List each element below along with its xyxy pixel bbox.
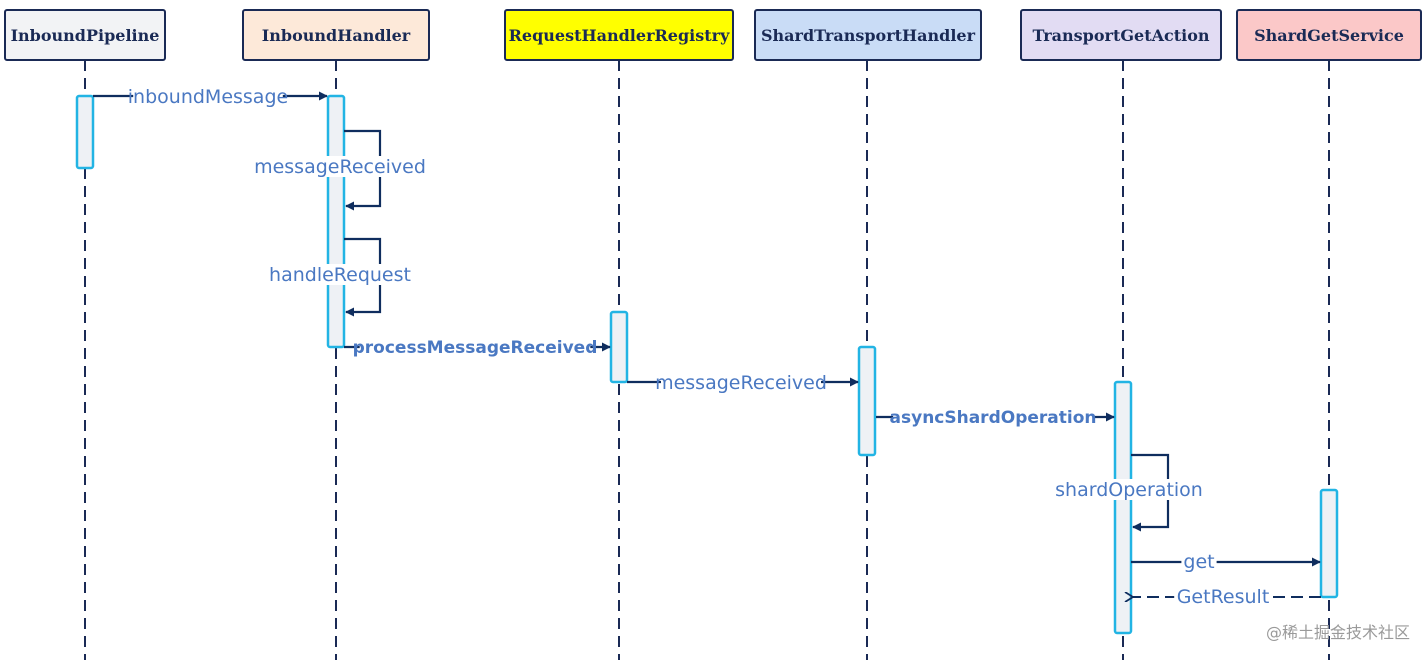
activation-bar-transportgetaction <box>1113 380 1133 635</box>
message-messagereceived: messageReceived <box>627 372 859 394</box>
message-label: get <box>1183 551 1214 573</box>
message-label-bg <box>1174 586 1272 607</box>
participant-label: TransportGetAction <box>1032 26 1209 45</box>
message-label: asyncShardOperation <box>890 408 1097 428</box>
participant-box <box>4 9 166 61</box>
activation-bar-shardgetservice <box>1319 488 1339 599</box>
message-label-bg <box>1181 551 1217 572</box>
message-shardoperation: shardOperation <box>1054 453 1204 532</box>
participant-box <box>504 9 734 61</box>
activation-bar-requesthandlerregistry <box>609 310 629 384</box>
message-label-bg <box>270 264 410 285</box>
message-handlerequest: handleRequest <box>269 237 411 317</box>
message-label-bg <box>133 86 283 107</box>
participant-label: RequestHandlerRegistry <box>509 26 730 45</box>
messages: inboundMessage messageReceived handleReque… <box>93 86 1321 608</box>
participant-inboundpipeline: InboundPipeline <box>4 9 166 61</box>
participant-box <box>1236 9 1422 61</box>
participant-shardtransporthandler: ShardTransportHandler <box>754 9 982 61</box>
activation-bar-inboundpipeline <box>75 94 95 170</box>
message-label-bg <box>1054 479 1204 500</box>
message-getresult: GetResult <box>1133 586 1321 608</box>
message-get: get <box>1131 551 1321 573</box>
watermark: @稀土掘金技术社区 <box>1266 623 1410 642</box>
participant-label: InboundPipeline <box>11 26 160 45</box>
participant-transportgetaction: TransportGetAction <box>1020 9 1222 61</box>
participant-inboundhandler: InboundHandler <box>242 9 430 61</box>
message-label: inboundMessage <box>128 86 288 108</box>
message-asyncshardoperation: asyncShardOperation <box>876 406 1115 428</box>
message-inboundmessage: inboundMessage <box>93 86 328 108</box>
message-messagereceived: messageReceived <box>254 129 426 211</box>
message-label: messageReceived <box>254 156 426 178</box>
message-label-bg <box>661 372 821 393</box>
message-label: processMessageReceived <box>353 338 598 358</box>
participant-label: InboundHandler <box>262 26 411 45</box>
message-label: messageReceived <box>655 372 827 394</box>
participant-box <box>754 9 982 61</box>
message-processmessagereceived: processMessageReceived <box>344 336 611 358</box>
participant-label: ShardTransportHandler <box>761 26 976 45</box>
message-label: shardOperation <box>1055 479 1203 501</box>
activation-bar-inboundhandler <box>326 94 346 349</box>
lifelines <box>84 60 1330 660</box>
message-label-bg <box>893 406 1093 427</box>
participants: InboundPipeline InboundHandler RequestHand… <box>4 9 1422 61</box>
participant-label: ShardGetService <box>1254 26 1404 45</box>
participant-box <box>242 9 430 61</box>
participant-box <box>1020 9 1222 61</box>
message-label: GetResult <box>1177 586 1270 608</box>
activation-bar-shardtransporthandler <box>857 345 877 457</box>
message-label-bg <box>359 336 591 357</box>
message-label-bg <box>260 156 420 177</box>
participant-requesthandlerregistry: RequestHandlerRegistry <box>504 9 734 61</box>
message-label: handleRequest <box>269 264 411 286</box>
participant-shardgetservice: ShardGetService <box>1236 9 1422 61</box>
